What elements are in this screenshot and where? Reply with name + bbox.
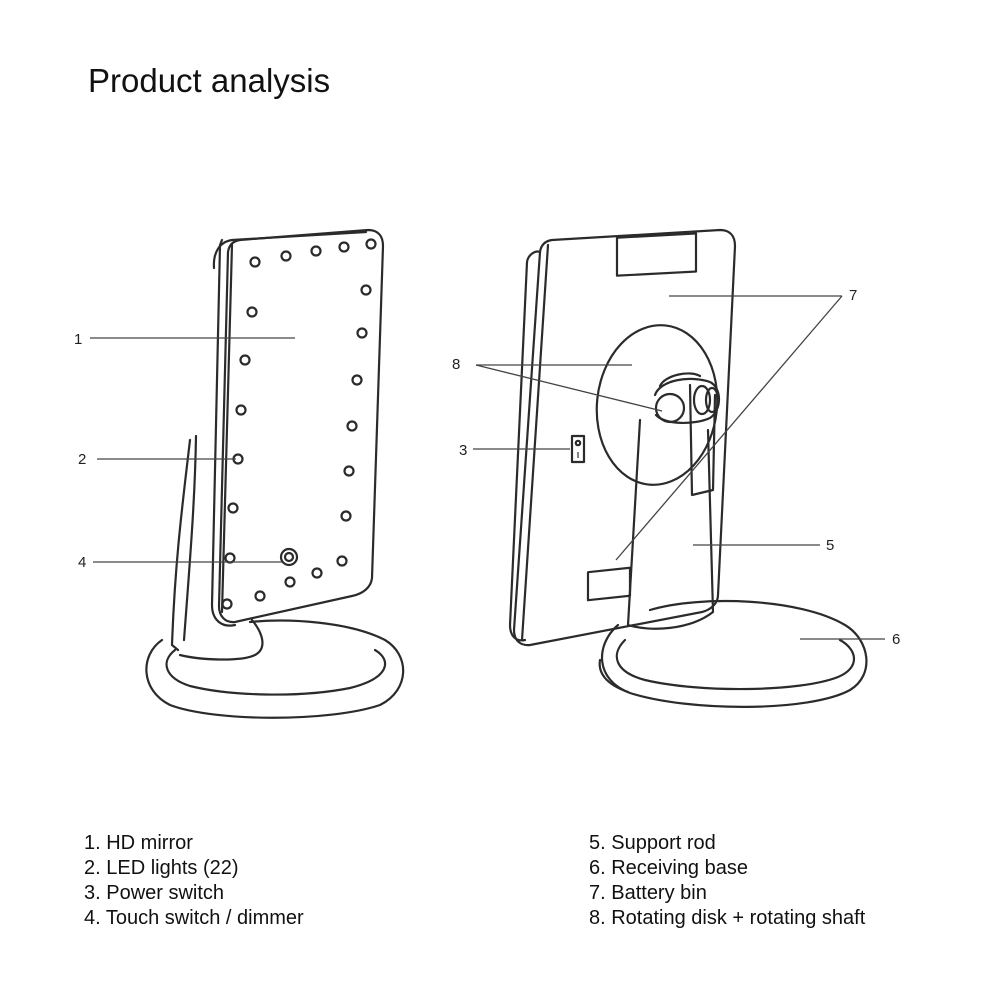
mirror-frame-front	[217, 228, 385, 624]
mirror-frame-back	[210, 238, 237, 627]
front-stand	[170, 438, 192, 652]
callout-2: 2	[78, 451, 86, 468]
legend-item: 1. HD mirror	[84, 832, 193, 854]
legend-right: 5. Support rod 6. Receiving base 7. Batt…	[589, 831, 865, 931]
callout-8: 8	[452, 356, 460, 373]
front-view-mirror	[145, 228, 405, 719]
legend-item: 5. Support rod	[589, 832, 716, 854]
front-base	[145, 619, 405, 719]
legend-left: 1. HD mirror 2. LED lights (22) 3. Power…	[84, 831, 304, 931]
battery-bin-upper	[615, 232, 698, 277]
legend-item: 8. Rotating disk + rotating shaft	[589, 907, 866, 929]
legend-item: 7. Battery bin	[589, 882, 707, 904]
back-view-mirror	[508, 228, 868, 708]
page-title: Product analysis	[88, 62, 331, 99]
back-frame-outer	[512, 228, 737, 647]
legend-item: 3. Power switch	[84, 882, 225, 904]
callout-7: 7	[849, 287, 857, 304]
power-switch	[570, 434, 586, 464]
callout-4: 4	[78, 554, 86, 571]
support-rod	[626, 418, 715, 630]
callout-1: 1	[74, 331, 82, 348]
battery-bin-lower	[586, 566, 632, 602]
callout-6: 6	[892, 631, 900, 648]
legend-item: 4. Touch switch / dimmer	[84, 907, 304, 929]
callout-5: 5	[826, 537, 834, 554]
led-lights	[221, 238, 377, 610]
touch-switch	[279, 547, 299, 567]
legend-item: 2. LED lights (22)	[84, 857, 239, 879]
back-base	[600, 599, 868, 708]
legend-item: 6. Receiving base	[589, 857, 748, 879]
callout-3: 3	[459, 442, 467, 459]
